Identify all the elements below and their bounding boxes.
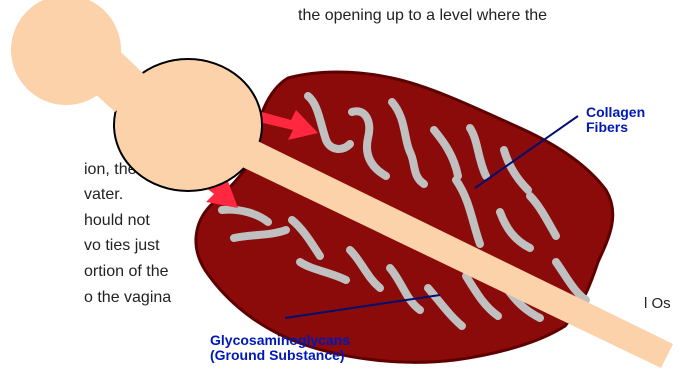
doc-right-fragment: l Os — [644, 296, 671, 312]
gag-label-line-2: (Ground Substance) — [210, 348, 350, 363]
collagen-label-line-1: Collagen — [586, 105, 645, 120]
collagen-label: Collagen Fibers — [586, 105, 645, 135]
collagen-label-line-2: Fibers — [586, 120, 645, 135]
gag-label-line-1: Glycosaminoglycans — [210, 333, 350, 348]
gag-label: Glycosaminoglycans (Ground Substance) — [210, 333, 350, 363]
